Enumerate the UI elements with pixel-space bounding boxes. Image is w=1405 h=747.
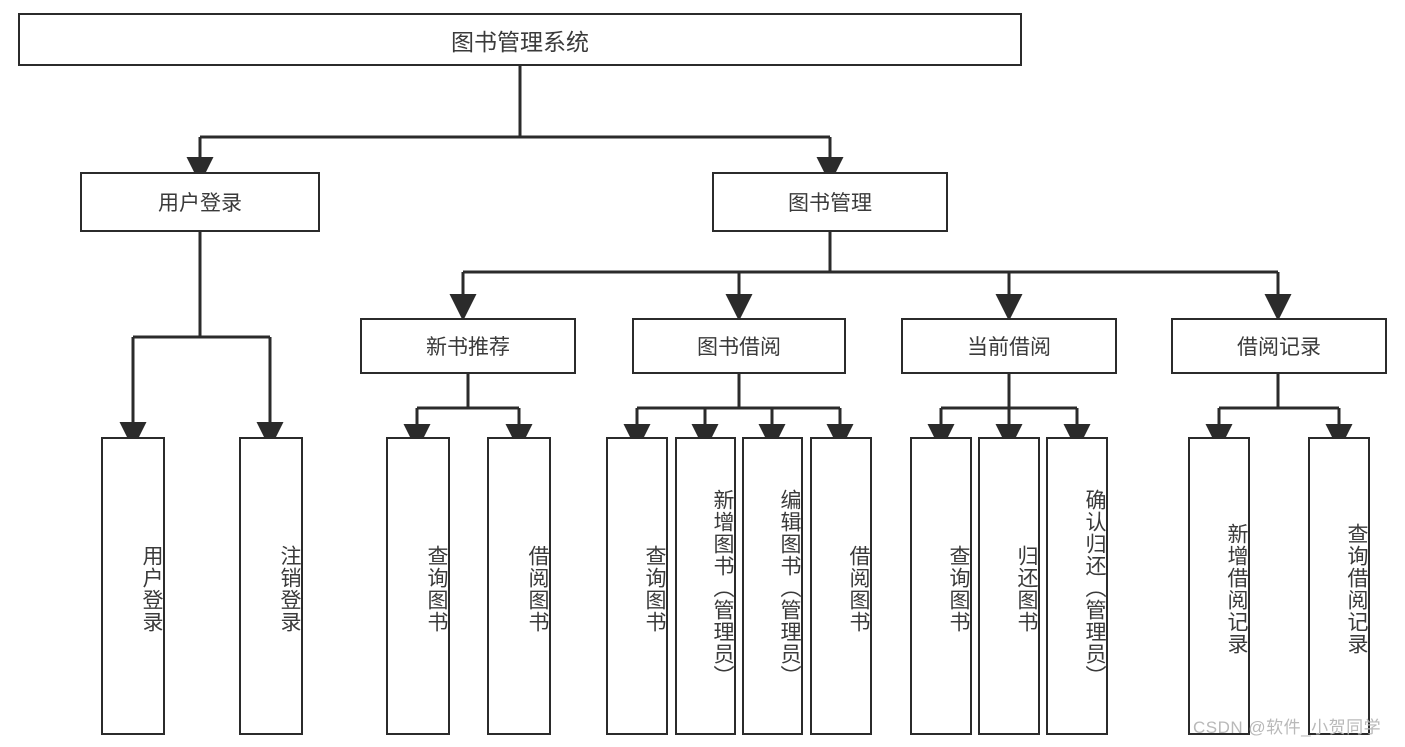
node-book-borrow[interactable]: 图书借阅 — [632, 318, 846, 374]
node-current-borrow-label: 当前借阅 — [967, 336, 1051, 359]
leaf-book-borrow-2-label: 新增图书（管理员） — [711, 489, 734, 687]
leaf-book-borrow-2[interactable]: 新增图书（管理员） — [675, 437, 736, 735]
node-book-borrow-label: 图书借阅 — [697, 336, 781, 359]
node-borrow-record-label: 借阅记录 — [1237, 336, 1321, 359]
leaf-new-book-2[interactable]: 借阅图书 — [487, 437, 551, 735]
leaf-user-login-2-label: 注销登录 — [278, 545, 301, 633]
leaf-book-borrow-1[interactable]: 查询图书 — [606, 437, 668, 735]
leaf-book-borrow-3[interactable]: 编辑图书（管理员） — [742, 437, 803, 735]
node-new-book-recommend-label: 新书推荐 — [426, 336, 510, 359]
node-user-login-label: 用户登录 — [158, 192, 242, 215]
leaf-new-book-1-label: 查询图书 — [425, 545, 448, 633]
watermark-text: CSDN @软件_小贺同学 — [1193, 718, 1382, 737]
leaf-new-book-2-label: 借阅图书 — [526, 545, 549, 633]
leaf-current-borrow-1[interactable]: 查询图书 — [910, 437, 972, 735]
node-book-manage[interactable]: 图书管理 — [712, 172, 948, 232]
leaf-book-borrow-4-label: 借阅图书 — [847, 545, 870, 633]
leaf-current-borrow-2-label: 归还图书 — [1015, 545, 1038, 633]
leaf-new-book-1[interactable]: 查询图书 — [386, 437, 450, 735]
leaf-current-borrow-3[interactable]: 确认归还（管理员） — [1046, 437, 1108, 735]
leaf-user-login-2[interactable]: 注销登录 — [239, 437, 303, 735]
watermark: CSDN @软件_小贺同学 — [1193, 713, 1381, 738]
node-root[interactable]: 图书管理系统 — [18, 13, 1022, 66]
leaf-current-borrow-1-label: 查询图书 — [947, 545, 970, 633]
leaf-borrow-record-1[interactable]: 新增借阅记录 — [1188, 437, 1250, 735]
node-borrow-record[interactable]: 借阅记录 — [1171, 318, 1387, 374]
node-current-borrow[interactable]: 当前借阅 — [901, 318, 1117, 374]
leaf-book-borrow-1-label: 查询图书 — [643, 545, 666, 633]
leaf-borrow-record-2-label: 查询借阅记录 — [1345, 523, 1368, 655]
leaf-borrow-record-2[interactable]: 查询借阅记录 — [1308, 437, 1370, 735]
leaf-borrow-record-1-label: 新增借阅记录 — [1225, 523, 1248, 655]
leaf-book-borrow-4[interactable]: 借阅图书 — [810, 437, 872, 735]
leaf-user-login-1[interactable]: 用户登录 — [101, 437, 165, 735]
leaf-current-borrow-3-label: 确认归还（管理员） — [1083, 489, 1106, 687]
node-user-login[interactable]: 用户登录 — [80, 172, 320, 232]
node-root-label: 图书管理系统 — [451, 28, 589, 55]
leaf-current-borrow-2[interactable]: 归还图书 — [978, 437, 1040, 735]
leaf-user-login-1-label: 用户登录 — [140, 545, 163, 633]
node-new-book-recommend[interactable]: 新书推荐 — [360, 318, 576, 374]
node-book-manage-label: 图书管理 — [788, 192, 872, 215]
leaf-book-borrow-3-label: 编辑图书（管理员） — [778, 489, 801, 687]
